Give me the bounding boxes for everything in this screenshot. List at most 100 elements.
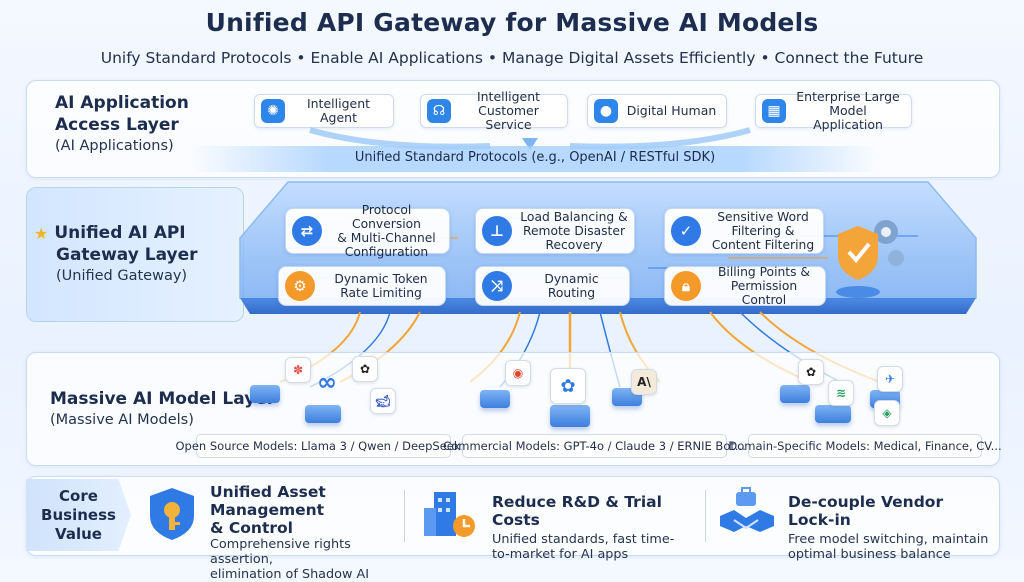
gateway-feature-load-balancing[interactable]: ⊥ Load Balancing & Remote Disaster Recov… (475, 208, 635, 254)
gw-label: Load Balancing & Remote Disaster Recover… (520, 210, 628, 252)
model-group-open-source[interactable]: Open Source Models: Llama 3 / Qwen / Dee… (175, 434, 472, 458)
model-layer-heading: Massive AI Model Layer (Massive AI Model… (50, 388, 275, 430)
gw-line3: Recovery (545, 238, 603, 252)
core-label-line2: Business (41, 505, 116, 524)
app-label: Digital Human (626, 103, 717, 118)
page-subtitle: Unify Standard Protocols • Enable AI App… (100, 49, 924, 67)
model-node (780, 385, 810, 403)
protocol-band (190, 146, 880, 172)
model-layer-title: Massive AI Model Layer (50, 389, 276, 409)
core-item-desc-1: Unified standards, fast time- (492, 532, 675, 547)
openai-logo-icon: ✿ (352, 356, 378, 382)
handshake-icon (720, 487, 774, 532)
model-layer-subtitle: (Massive AI Models) (50, 412, 194, 428)
network-tree-icon: ⊥ (482, 216, 512, 246)
gateway-feature-protocol-conversion[interactable]: ⇄ Protocol Conversion & Multi-Channel Co… (285, 203, 450, 259)
model-group-commercial[interactable]: Commercial Models: GPT-4o / Claude 3 / E… (443, 434, 746, 458)
app-label-line2: Model Application (813, 103, 883, 132)
shield-check-icon: ✓ (671, 216, 701, 246)
ai-model-logo-icon: ✽ (285, 357, 311, 383)
building-clock-icon (424, 492, 475, 537)
gw-line2: Remote Disaster (522, 224, 626, 238)
gw-line1: Load Balancing & (520, 210, 628, 224)
core-item-asset-management: Unified Asset Management & Control Compr… (210, 483, 410, 582)
stack-logo-icon: ≋ (828, 380, 854, 406)
core-item-title-2: & Control (210, 519, 293, 537)
lock-icon: 🔒︎ (671, 271, 701, 301)
app-label-line2: Customer Service (478, 103, 539, 132)
app-label-line1: Enterprise Large (796, 89, 900, 104)
plane-logo-icon: ✈ (877, 366, 903, 392)
core-label-line1: Core (59, 486, 98, 505)
core-item-title-1: Reduce R&D & Trial Costs (492, 493, 662, 529)
gateway-feature-token-rate-limiting[interactable]: ⚙ Dynamic Token Rate Limiting (278, 266, 446, 306)
page-title: Unified API Gateway for Massive AI Model… (205, 8, 819, 37)
model-group-domain-specific[interactable]: Domain-Specific Models: Medical, Finance… (728, 434, 1002, 458)
protocol-text: Unified Standard Protocols (e.g., OpenAI… (354, 150, 716, 165)
core-label-line3: Value (55, 524, 102, 543)
gw-line3: Content Filtering (711, 238, 815, 252)
core-item-title-1: De-couple Vendor Lock-in (788, 493, 944, 529)
gw-line1: Protocol Conversion (352, 203, 421, 231)
app-card-enterprise-llm[interactable]: ▦ Enterprise Large Model Application (755, 90, 912, 132)
cloud-logo-icon: ◈ (874, 400, 900, 426)
core-item-title-1: Unified Asset Management (210, 483, 326, 519)
gw-line2: Permission Control (730, 279, 798, 307)
grid-apps-icon: ▦ (762, 99, 786, 123)
core-item-desc-2: optimal business balance (788, 547, 951, 562)
model-node (480, 390, 510, 408)
gw-line2: & Multi-Channel (337, 231, 436, 245)
star-icon: ★ (34, 223, 49, 243)
gateway-subtitle: (Unified Gateway) (56, 268, 188, 284)
divider (705, 490, 706, 542)
gateway-title-2: Gateway Layer (56, 245, 198, 265)
gateway-heading: ★ Unified AI API Gateway Layer (Unified … (34, 222, 198, 286)
model-node (550, 405, 590, 427)
app-label: Intelligent Agent (306, 96, 371, 125)
gw-label: Sensitive Word Filtering & Content Filte… (709, 210, 817, 252)
core-item-decouple-vendor: De-couple Vendor Lock-in Free model swit… (788, 493, 993, 562)
app-card-digital-human[interactable]: ● Digital Human (587, 94, 727, 128)
gw-line1: Dynamic Token (334, 272, 428, 286)
gateway-feature-dynamic-routing[interactable]: ⤨ Dynamic Routing (475, 266, 630, 306)
core-item-desc-1: Free model switching, maintain (788, 532, 989, 547)
swap-arrows-icon: ⇄ (292, 216, 322, 246)
app-card-intelligent-agent[interactable]: ✺ Intelligent Agent (254, 94, 394, 128)
headset-icon: ☊ (427, 99, 451, 123)
app-label: Intelligent Customer Service (458, 90, 559, 132)
app-card-customer-service[interactable]: ☊ Intelligent Customer Service (420, 90, 568, 132)
core-item-reduce-costs: Reduce R&D & Trial Costs Unified standar… (492, 493, 702, 562)
ernie-logo-icon: ◉ (505, 360, 531, 386)
openai-small-logo-icon: ✿ (798, 359, 824, 385)
agent-swirl-icon: ✺ (261, 99, 285, 123)
person-icon: ● (594, 99, 618, 123)
gw-line1: Billing Points & (717, 265, 811, 279)
gw-label: Protocol Conversion & Multi-Channel Conf… (330, 203, 443, 259)
core-item-desc-2: to-market for AI apps (492, 547, 629, 562)
access-layer-heading: AI Application Access Layer (AI Applicat… (55, 92, 189, 156)
gateway-layer-label-panel (26, 187, 244, 322)
model-node (305, 405, 341, 423)
gw-line1: Sensitive Word (717, 210, 809, 224)
app-label: Enterprise Large Model Application (793, 90, 903, 132)
gw-label: Dynamic Routing (544, 272, 599, 300)
access-layer-subtitle: (AI Applications) (55, 138, 174, 154)
key-shield-icon (150, 488, 194, 540)
gear-token-icon: ⚙ (285, 271, 315, 301)
core-item-desc-2: elimination of Shadow AI (210, 567, 370, 582)
gw-line2: Rate Limiting (340, 286, 422, 300)
openai-main-logo-icon: ✿ (550, 368, 586, 404)
core-value-label: Core Business Value (26, 479, 131, 551)
model-node (250, 385, 280, 403)
core-item-desc-1: Comprehensive rights assertion, (210, 537, 351, 567)
access-layer-title-1: AI Application (55, 93, 189, 113)
gateway-feature-billing-permission[interactable]: 🔒︎ Billing Points & Permission Control (664, 265, 826, 307)
divider (404, 490, 405, 542)
gateway-feature-sensitive-filtering[interactable]: ✓ Sensitive Word Filtering & Content Fil… (664, 208, 824, 254)
gw-line3: Configuration (344, 245, 429, 259)
llama-logo-icon: ∞ (317, 368, 337, 396)
access-layer-title-2: Access Layer (55, 115, 179, 135)
shield-gears-decoration (836, 220, 904, 298)
app-label-line1: Intelligent (476, 89, 541, 104)
anthropic-logo-icon: A\ (631, 369, 657, 395)
